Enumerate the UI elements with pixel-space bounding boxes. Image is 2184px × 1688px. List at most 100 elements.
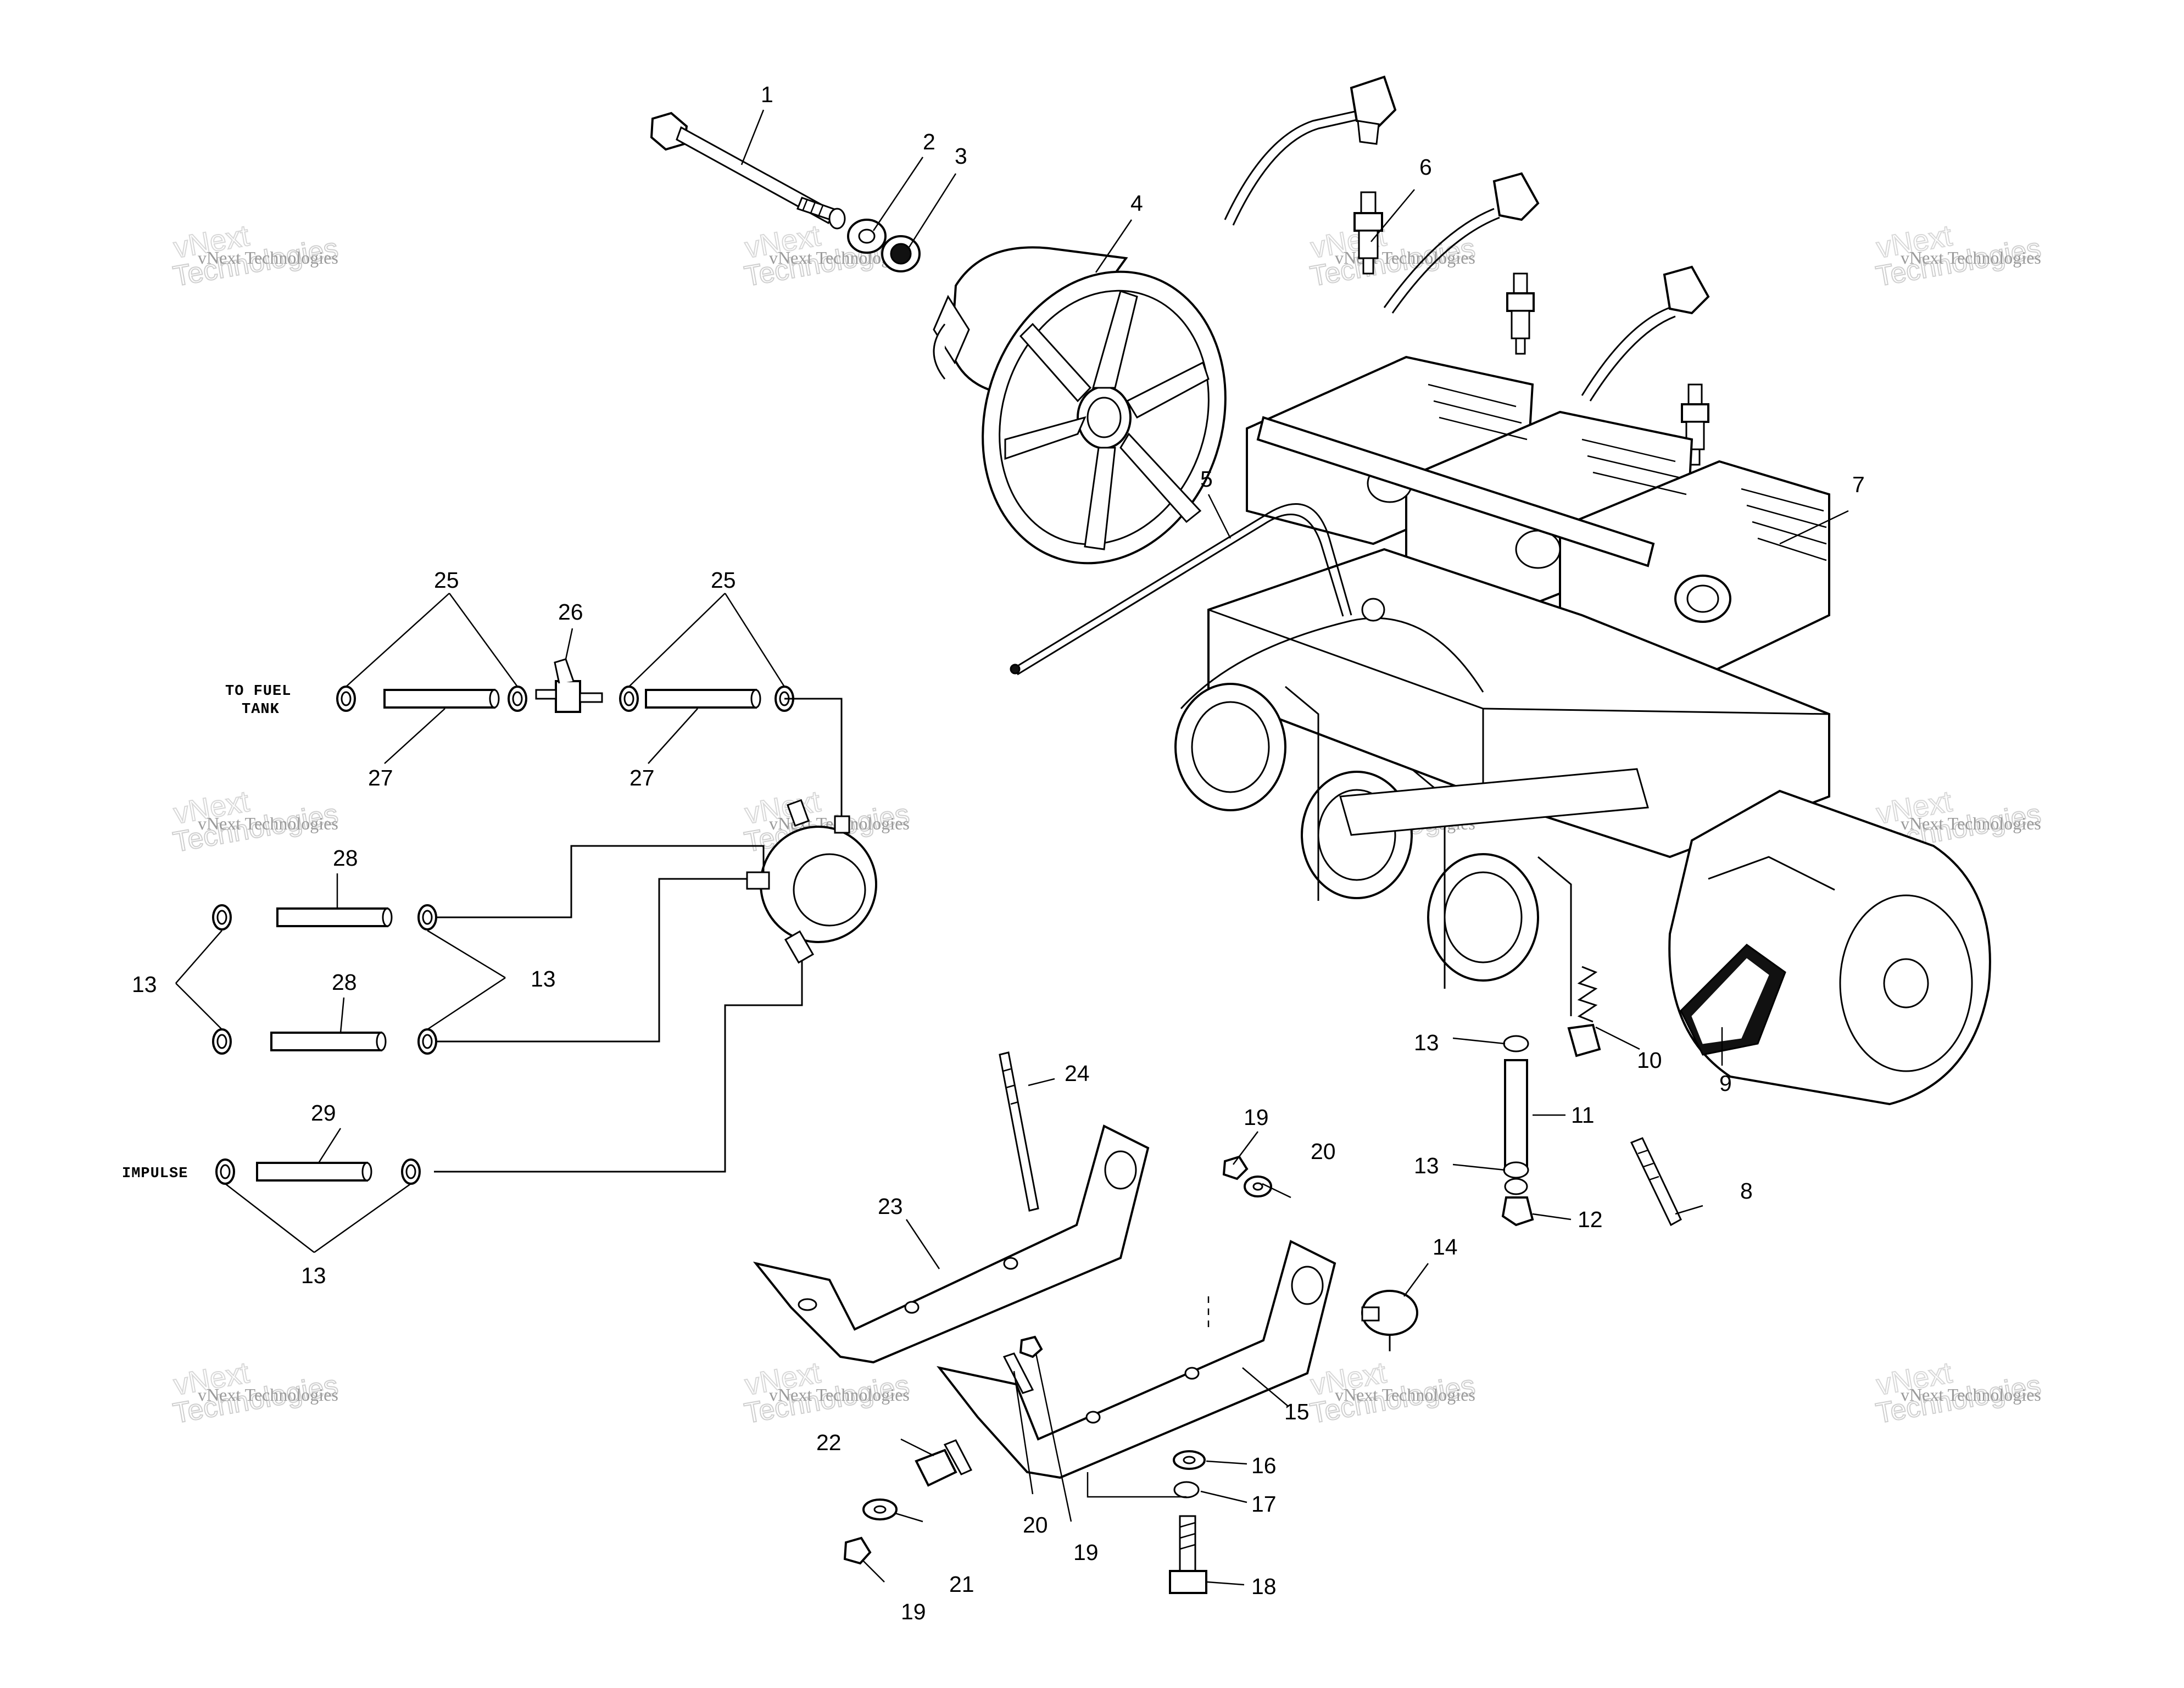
svg-text:vNext Technologies: vNext Technologies (198, 248, 338, 268)
callout-17: 17 (1251, 1491, 1277, 1517)
svg-text:vNext Technologies: vNext Technologies (1335, 1385, 1475, 1405)
part-nut-19-bottom (843, 1536, 872, 1565)
callout-27-right: 27 (629, 765, 655, 790)
fitting-13-il (215, 1158, 235, 1185)
callout-12: 12 (1578, 1207, 1603, 1232)
callout-20-bottom: 20 (1023, 1512, 1048, 1537)
fuel-valve-26 (535, 658, 603, 713)
to-fuel-tank-label: TO FUEL (225, 683, 291, 700)
watermark-br1: vNext Technologies vNext Technologies (1307, 1356, 1478, 1430)
fitting-13-mr2 (417, 1028, 437, 1055)
fitting-25-c (619, 686, 639, 712)
callout-13-hose-lower: 13 (1414, 1153, 1439, 1178)
callout-18: 18 (1251, 1574, 1277, 1599)
svg-text:vNext Technologies: vNext Technologies (1335, 248, 1475, 268)
part-nut-3 (881, 235, 921, 272)
part-stud-8 (1630, 1137, 1682, 1227)
part-hose-11 (1501, 1035, 1534, 1227)
watermark-ml: vNext Technologies vNext Technologies (170, 784, 341, 859)
callout-10: 10 (1637, 1048, 1662, 1073)
clutch-spokes (1004, 290, 1210, 550)
cooling-fins (1428, 383, 1827, 561)
callout-25-left: 25 (434, 567, 459, 593)
callout-13-right: 13 (531, 966, 556, 991)
fitting-13-ir (401, 1158, 421, 1185)
callout-23: 23 (878, 1194, 903, 1219)
part-bracket-23 (753, 1124, 1150, 1364)
hose-27-right (645, 689, 761, 709)
text-labels: TO FUEL TANK IMPULSE (122, 683, 291, 1182)
part-washer-20-bottom (1002, 1352, 1034, 1394)
callout-numbers: 1 2 3 4 5 6 7 8 9 10 11 12 13 13 14 15 1… (132, 82, 1865, 1624)
fitting-13-ml1 (212, 904, 232, 931)
callout-3: 3 (955, 143, 967, 169)
fuel-pump (746, 799, 877, 964)
svg-text:vNext Technologies: vNext Technologies (198, 814, 338, 833)
leader-lines (175, 109, 1849, 1586)
part-stud-24 (999, 1051, 1039, 1212)
svg-text:vNext Technologies: vNext Technologies (198, 1385, 338, 1405)
callout-8: 8 (1740, 1178, 1753, 1204)
part-washer-16 (1173, 1450, 1206, 1470)
impulse-label: IMPULSE (122, 1166, 188, 1182)
part-lockwasher-17 (1173, 1481, 1200, 1498)
callout-13-impulse: 13 (301, 1263, 326, 1288)
callout-6: 6 (1419, 154, 1432, 180)
callout-11: 11 (1571, 1102, 1595, 1128)
part-stud-22 (915, 1439, 973, 1487)
part-mount-14 (1361, 1290, 1418, 1351)
part-bracket-15 (937, 1240, 1336, 1479)
watermark-br2: vNext Technologies vNext Technologies (1873, 1356, 2044, 1430)
callout-19-bottom: 19 (901, 1599, 926, 1624)
fitting-25-a (336, 686, 356, 712)
callout-19-top: 19 (1244, 1105, 1269, 1130)
part-washer-20-top (1244, 1176, 1272, 1197)
hose-29 (256, 1162, 372, 1182)
hose-27-left (383, 689, 500, 709)
part-10 (1567, 966, 1601, 1057)
fitting-25-b (508, 686, 527, 712)
fitting-13-mr1 (417, 904, 437, 931)
svg-text:vNext Technologies: vNext Technologies (1901, 248, 2041, 268)
callout-26: 26 (558, 599, 583, 625)
svg-text:vNext Technologies: vNext Technologies (1901, 1385, 2041, 1405)
callout-20-top: 20 (1311, 1139, 1336, 1164)
callout-28-top: 28 (333, 845, 358, 871)
callout-5: 5 (1200, 466, 1213, 492)
fitting-13-ml2 (212, 1028, 232, 1055)
part-washer-2 (847, 219, 887, 254)
callout-28-bottom: 28 (332, 970, 357, 995)
hose-28-bottom (270, 1032, 387, 1051)
part-bolt-1 (650, 112, 846, 230)
svg-text:vNext Technologies: vNext Technologies (769, 1385, 910, 1405)
callout-9: 9 (1719, 1071, 1732, 1096)
callout-25-right: 25 (711, 567, 736, 593)
part-spark-plugs-6 (1224, 75, 1710, 466)
callout-16: 16 (1251, 1453, 1277, 1478)
callout-4: 4 (1130, 191, 1143, 216)
hose-28-top (276, 907, 393, 927)
watermark-bl: vNext Technologies vNext Technologies (170, 1356, 341, 1430)
part-engine-7 (1174, 355, 1991, 1106)
part-nut-19-top (1222, 1155, 1249, 1180)
part-bolt-18 (1169, 1515, 1207, 1594)
callout-13-left: 13 (132, 972, 157, 997)
callout-22: 22 (816, 1430, 842, 1455)
part-cable-5 (1010, 503, 1385, 676)
to-fuel-tank-label-line2: TANK (242, 701, 280, 718)
part-nut-19-mid (1019, 1335, 1043, 1358)
callout-19-mid: 19 (1073, 1540, 1099, 1565)
callout-13-hose-upper: 13 (1414, 1030, 1439, 1055)
part-drive-clutch-4 (933, 246, 1227, 565)
part-washer-21 (862, 1498, 898, 1520)
callout-27-left: 27 (368, 765, 393, 790)
callout-29: 29 (311, 1100, 336, 1126)
carburetors (1174, 683, 1649, 1016)
svg-text:vNext Technologies: vNext Technologies (1901, 814, 2041, 833)
part-9 (1680, 944, 1786, 1056)
callout-15: 15 (1284, 1399, 1310, 1424)
watermark-tr2: vNext Technologies vNext Technologies (1873, 219, 2044, 293)
callout-2: 2 (923, 129, 935, 154)
callout-7: 7 (1852, 472, 1865, 497)
